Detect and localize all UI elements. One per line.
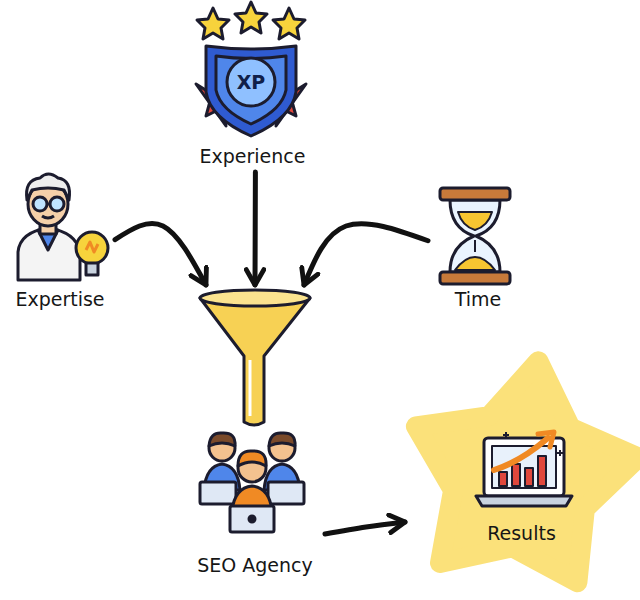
node-label: Experience <box>200 145 306 168</box>
icon-node: SEO Agency <box>185 285 325 585</box>
team-icon <box>200 433 304 532</box>
node-label: Results <box>487 522 556 545</box>
flow-arrow <box>253 172 258 285</box>
icon-node: Expertise <box>5 170 115 315</box>
node-label: Expertise <box>15 288 104 311</box>
badge-label: XP <box>237 71 266 93</box>
results-star <box>416 361 638 582</box>
flow-arrow <box>325 522 405 534</box>
time-icon <box>440 188 510 284</box>
expertise-icon <box>18 174 108 280</box>
flow-arrow <box>115 223 206 285</box>
experience-icon <box>196 2 306 136</box>
icon-node: Results <box>405 360 638 585</box>
node-label: Time <box>455 288 502 311</box>
funnel-icon <box>200 290 310 425</box>
chart-icon <box>476 432 572 506</box>
node-label: SEO Agency <box>197 554 313 577</box>
flow-arrow <box>304 224 428 285</box>
icon-node: Time <box>428 180 528 315</box>
